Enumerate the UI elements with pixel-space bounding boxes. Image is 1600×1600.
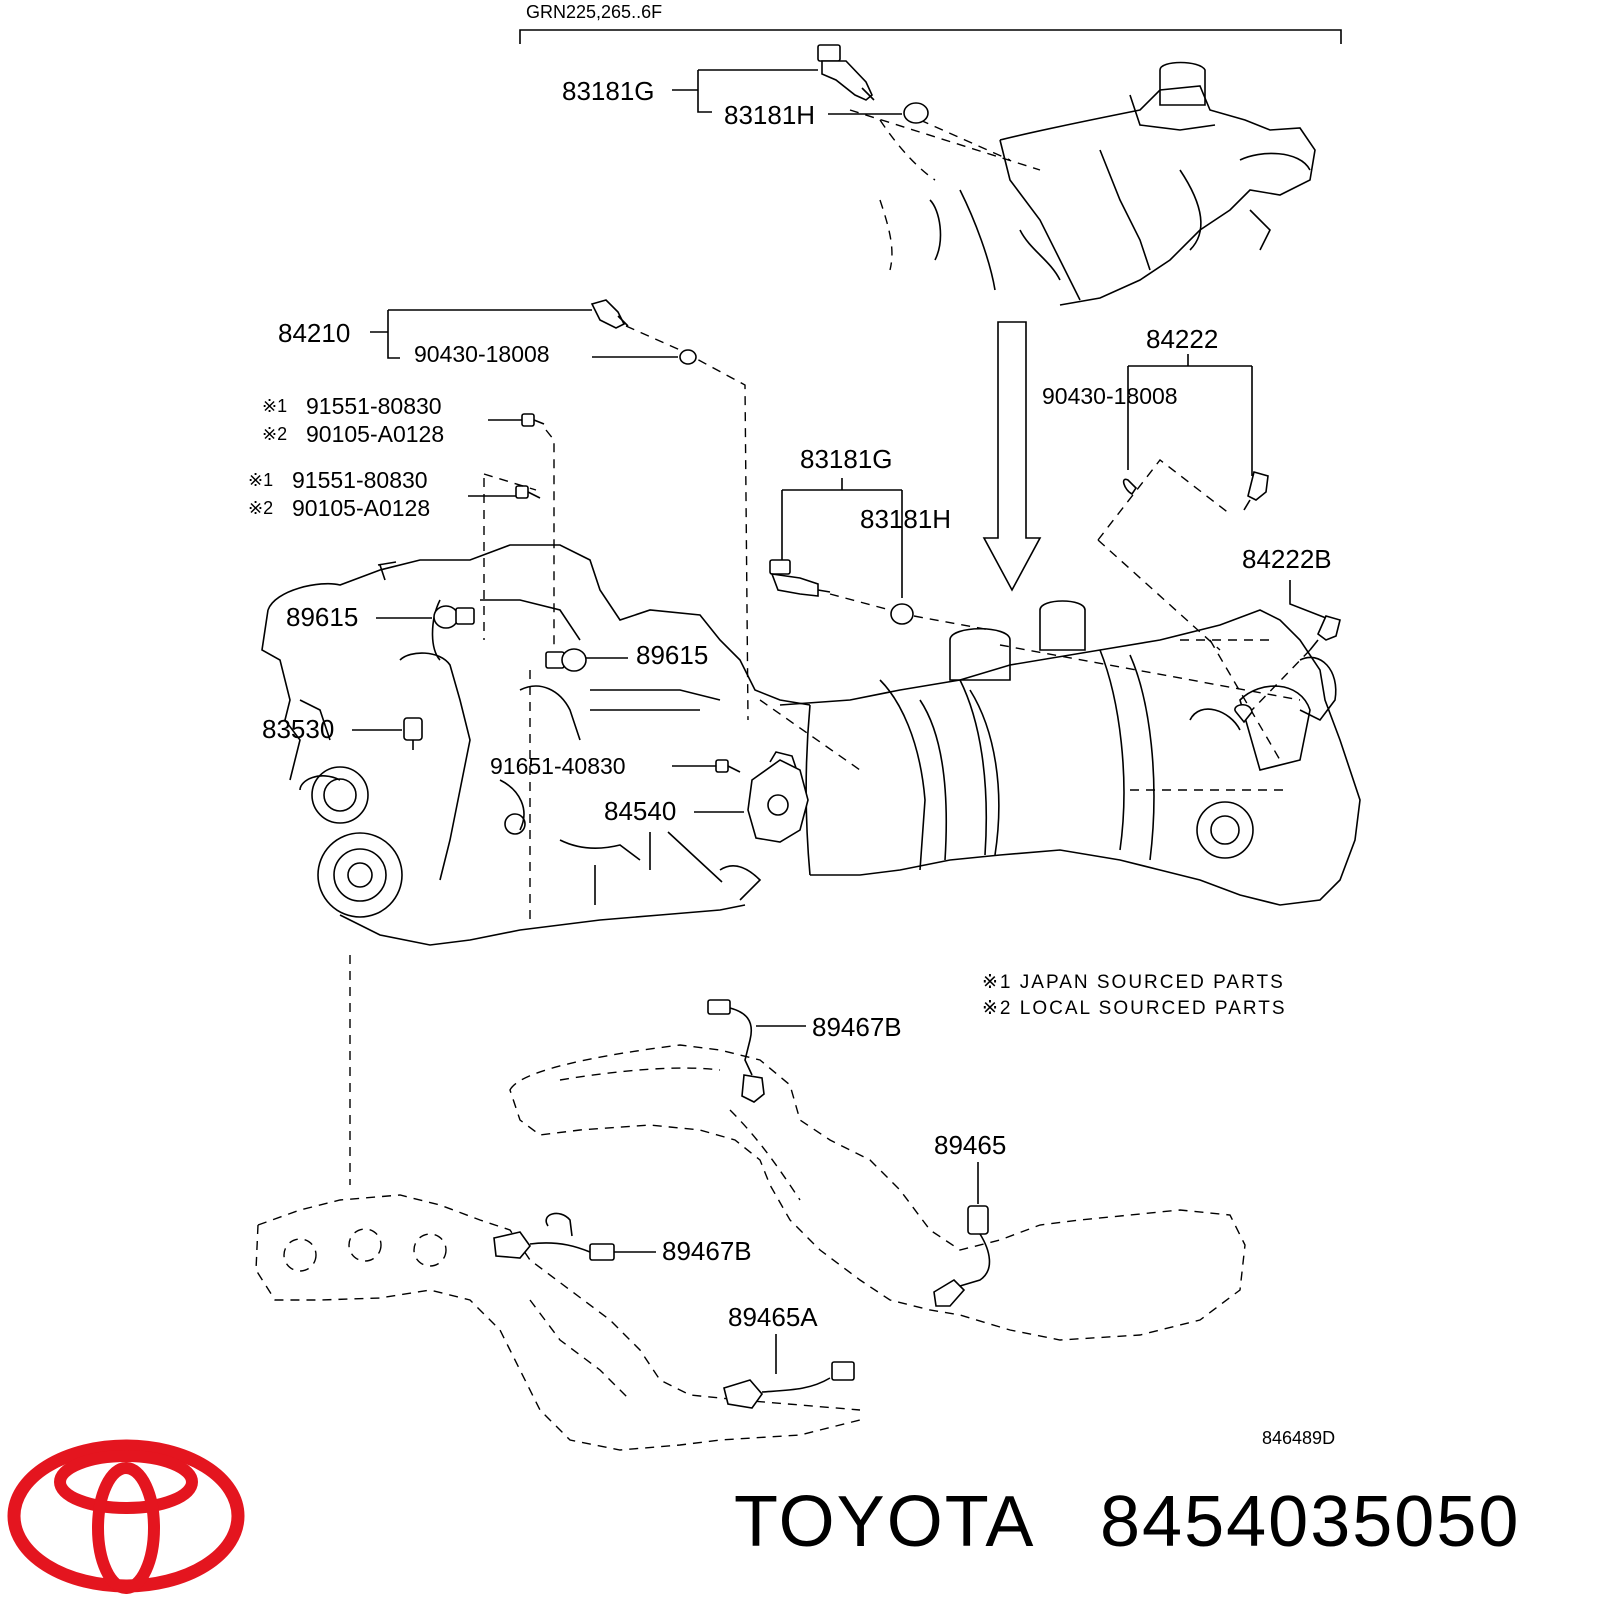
callout-83530: 83530 xyxy=(262,714,334,744)
exhaust-system-drawing xyxy=(255,1044,1246,1451)
transfer-case-top-drawing xyxy=(849,61,1316,306)
toyota-logo-icon xyxy=(7,1439,245,1594)
callout-90430-right: 90430-18008 xyxy=(1042,383,1178,409)
o2-sensor-89465A xyxy=(723,1361,855,1409)
o-ring-83181H-top xyxy=(903,102,929,124)
callout-84222: 84222 xyxy=(1146,324,1218,354)
callout-89465: 89465 xyxy=(934,1130,1006,1160)
callout-90430-left: 90430-18008 xyxy=(414,341,550,367)
bolt-a xyxy=(521,413,545,427)
callout-90105-b: 90105-A0128 xyxy=(292,495,430,521)
model-range-bracket xyxy=(519,29,1342,44)
callout-89615-right: 89615 xyxy=(636,640,708,670)
switch-84210 xyxy=(590,299,629,329)
callout-89465A: 89465A xyxy=(728,1302,818,1332)
callout-89615-left: 89615 xyxy=(286,602,358,632)
gasket-90430-right xyxy=(1122,478,1138,496)
o2-sensor-89467B-bottom xyxy=(493,1212,615,1261)
callout-90105-a: 90105-A0128 xyxy=(306,421,444,447)
speed-sensor-83181G-mid xyxy=(769,559,831,597)
marker-2-b: ※2 xyxy=(248,498,273,518)
cam-sensor-89615-right xyxy=(545,648,587,672)
speed-sensor-83181G-top xyxy=(817,44,875,101)
switch-84222B xyxy=(1309,615,1341,651)
callout-89467B-bottom: 89467B xyxy=(662,1236,752,1266)
callout-84540: 84540 xyxy=(604,796,676,826)
plug-84222B-seat xyxy=(1234,704,1253,724)
switch-84222 xyxy=(1243,471,1269,511)
marker-1-a: ※1 xyxy=(262,396,287,416)
illustration-id: 846489D xyxy=(1262,1428,1335,1448)
o2-sensor-89465 xyxy=(933,1205,991,1307)
callout-83181H-mid: 83181H xyxy=(860,504,951,534)
callout-83181H-top: 83181H xyxy=(724,100,815,130)
callout-89467B-top: 89467B xyxy=(812,1012,902,1042)
part-number: 8454035050 xyxy=(1100,1482,1520,1562)
down-arrow-icon xyxy=(982,321,1042,592)
engine-transmission-drawing xyxy=(261,544,1361,946)
callout-84210: 84210 xyxy=(278,318,350,348)
leader-83181-top xyxy=(672,69,818,113)
bolt-b xyxy=(515,485,541,499)
callout-84222B: 84222B xyxy=(1242,544,1332,574)
o-ring-83181H-mid xyxy=(890,603,914,625)
pressure-switch-83530 xyxy=(403,717,423,750)
gasket-90430-left xyxy=(679,349,697,365)
callout-91551-a: 91551-80830 xyxy=(306,393,442,419)
model-range-label: GRN225,265..6F xyxy=(526,2,662,22)
o2-sensor-89467B-top xyxy=(707,999,765,1103)
brand-name: TOYOTA xyxy=(734,1482,1035,1562)
callout-91651: 91651-40830 xyxy=(490,753,626,779)
callout-91551-b: 91551-80830 xyxy=(292,467,428,493)
note-japan-sourced: ※1 JAPAN SOURCED PARTS xyxy=(982,972,1285,993)
bolt-91651 xyxy=(715,759,741,773)
marker-1-b: ※1 xyxy=(248,470,273,490)
cam-sensor-89615-left xyxy=(433,605,475,629)
marker-2-a: ※2 xyxy=(262,424,287,444)
callout-83181G-top: 83181G xyxy=(562,76,655,106)
note-local-sourced: ※2 LOCAL SOURCED PARTS xyxy=(982,998,1287,1019)
neutral-start-switch-84540 xyxy=(747,751,809,843)
callout-83181G-mid: 83181G xyxy=(800,444,893,474)
